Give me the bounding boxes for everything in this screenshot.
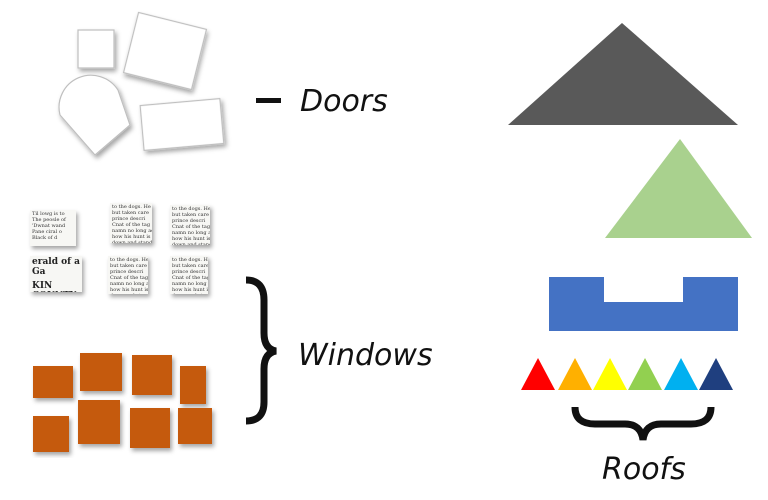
door-shape-arched <box>58 74 131 156</box>
brick <box>33 366 73 398</box>
roof-shapes <box>508 23 752 390</box>
brick <box>180 366 206 404</box>
clip-headline: erald of a Ga <box>32 257 80 277</box>
roof-gray-triangle <box>508 23 738 125</box>
newspaper-clip: to the dogs. He but taken care prince de… <box>170 256 208 294</box>
clip-text: Til lowg is to The peosle of 'Dwnat wand… <box>32 211 66 241</box>
clip-text: to the dogs. He but taken care prince de… <box>172 206 210 245</box>
brick <box>78 400 120 444</box>
door-shape-rectangle <box>139 97 225 152</box>
clip-text: KIN COUNTY, A <box>32 281 78 292</box>
door-shape-small-square <box>77 29 115 69</box>
newspaper-clip: erald of a Ga KIN COUNTY, A <box>30 256 82 292</box>
roofs-label: Roofs <box>602 452 686 487</box>
brick <box>130 408 170 448</box>
clip-text: to the dogs. He but taken care prince de… <box>112 204 152 243</box>
brick-windows <box>33 353 212 452</box>
doors-label: Doors <box>300 84 388 119</box>
windows-brace <box>245 276 277 425</box>
door-shape-tilted-square <box>122 11 208 91</box>
brick <box>132 355 172 395</box>
brick <box>33 416 69 452</box>
clip-text: to the dogs. He but taken care prince de… <box>172 257 208 294</box>
roof-blue-notched-shape <box>549 277 738 331</box>
roof-green-triangle <box>605 139 752 238</box>
doors-dash <box>256 98 281 103</box>
brick <box>80 353 122 391</box>
roofs-brace <box>571 406 715 441</box>
brick <box>178 408 212 444</box>
windows-label: Windows <box>298 338 433 373</box>
roof-rainbow-triangles <box>521 358 733 390</box>
newspaper-clip: to the dogs. He but taken care prince de… <box>110 203 152 243</box>
newspaper-clip: to the dogs. He but taken care prince de… <box>170 205 210 245</box>
clip-text: to the dogs. He but taken care prince de… <box>110 257 148 294</box>
door-shapes <box>58 11 225 156</box>
newspaper-clip: to the dogs. He but taken care prince de… <box>108 256 148 294</box>
newspaper-clip: Til lowg is to The peosle of 'Dwnat wand… <box>30 210 76 246</box>
